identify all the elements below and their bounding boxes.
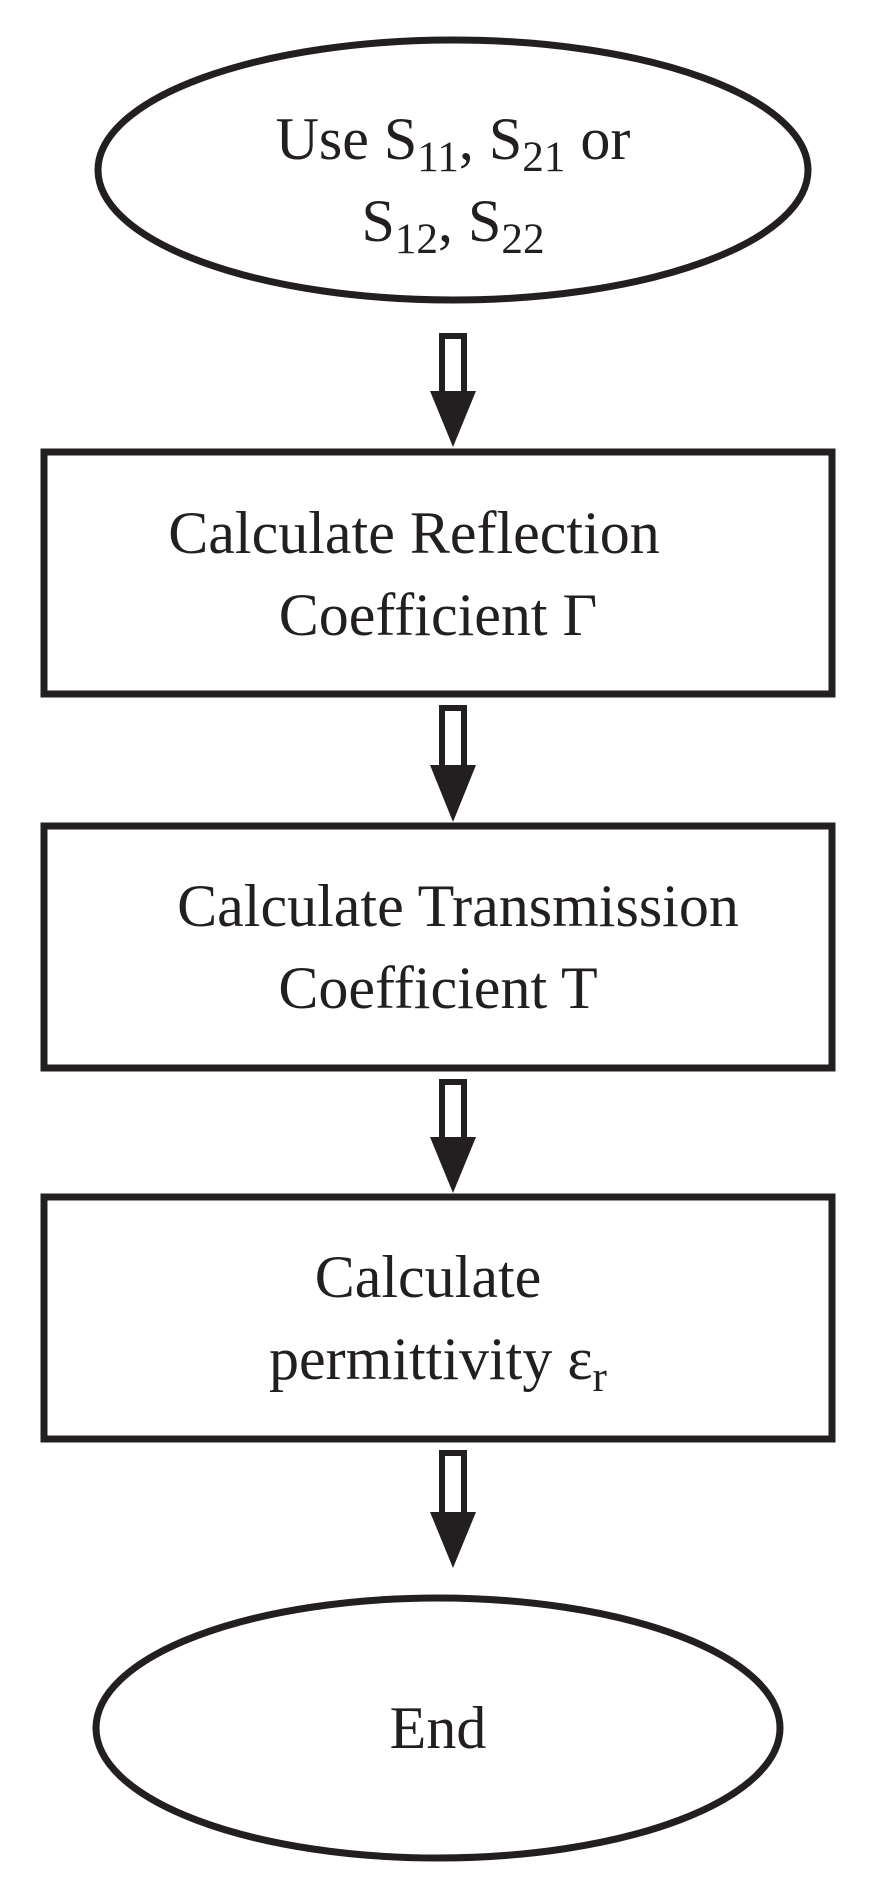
transmission-node-shape (40, 822, 836, 1072)
permittivity-text: permittivity ε (269, 1326, 593, 1392)
permittivity-line-2: permittivity εr (50, 1318, 826, 1400)
start-subscript-22: 22 (501, 216, 545, 264)
end-node-label: End (96, 1687, 780, 1769)
permittivity-line-1: Calculate (314, 1244, 542, 1310)
start-text-comma: , (458, 106, 489, 172)
start-text-s: S (383, 106, 418, 172)
start-node-line-1: Use S11, S21 or (180, 98, 726, 180)
start-text-s: S (488, 106, 523, 172)
reflection-line-1: Calculate Reflection (168, 500, 660, 566)
start-node-line-2: S12, S22 (180, 180, 726, 262)
permittivity-node-shape (40, 1193, 836, 1443)
arrow-reflection-to-transmission (430, 705, 476, 822)
permittivity-node-label: Calculate permittivity εr (50, 1236, 826, 1400)
start-text-comma: , (438, 188, 468, 254)
arrow-permittivity-to-end (430, 1450, 476, 1568)
transmission-line-2: Coefficient T (278, 955, 598, 1021)
end-line-1: End (389, 1695, 487, 1761)
transmission-node-label: Calculate Transmission Coefficient T (50, 865, 826, 1029)
start-text-s: S (361, 188, 395, 254)
start-subscript-21: 21 (522, 134, 566, 182)
transmission-line-1: Calculate Transmission (177, 873, 739, 939)
start-subscript-12: 12 (394, 216, 438, 264)
start-subscript-11: 11 (417, 134, 459, 182)
arrow-start-to-reflection (430, 333, 476, 447)
start-node-label: Use S11, S21 or S12, S22 (180, 98, 726, 262)
reflection-line-2: Coefficient Γ (278, 582, 598, 648)
end-node-shape (92, 1594, 784, 1862)
reflection-node-label: Calculate Reflection Coefficient Γ (50, 492, 826, 656)
start-text-s: S (468, 188, 502, 254)
start-node-shape (94, 36, 812, 304)
start-text-or: or (565, 106, 631, 172)
permittivity-subscript-r: r (592, 1354, 607, 1402)
start-text-use: Use (275, 106, 384, 172)
reflection-node-shape (40, 448, 836, 698)
arrow-transmission-to-permittivity (430, 1079, 476, 1193)
